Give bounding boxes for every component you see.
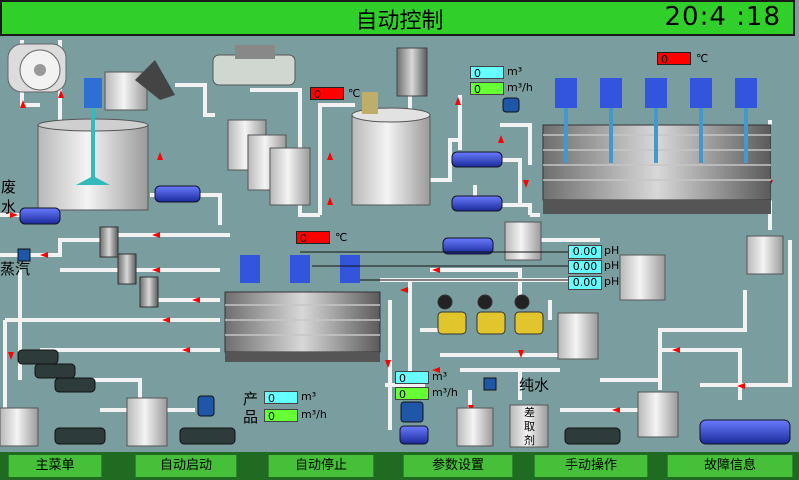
label-pure-water: 纯水: [519, 376, 550, 394]
dosing-pumps: [437, 294, 544, 335]
temp-top-right-field: 0: [657, 52, 691, 66]
flow-top-rate-field: 0: [470, 82, 504, 96]
ph-readout-2: 0.00: [568, 260, 602, 274]
ph-unit-3: pH: [604, 275, 620, 288]
label-waste-water-1: 废: [1, 178, 17, 196]
parameter-settings-button[interactable]: 参数设置: [403, 455, 513, 477]
flow-top-volume-unit: m³: [507, 65, 523, 78]
reactor-block-center: [224, 255, 381, 362]
screw-conveyor-icon: [135, 60, 175, 100]
flow-product-rate-field: 0: [264, 409, 298, 423]
footer-bar: [0, 452, 799, 480]
temp-center-field: 0: [296, 231, 330, 245]
label-product-1: 产: [243, 390, 259, 408]
flow-product-volume-unit: m³: [301, 390, 317, 403]
auto-stop-button[interactable]: 自动停止: [268, 455, 374, 477]
auto-start-button[interactable]: 自动启动: [135, 455, 237, 477]
manual-operation-button[interactable]: 手动操作: [534, 455, 648, 477]
label-product-2: 品: [243, 408, 259, 426]
clock: 20:4 :18: [664, 2, 781, 32]
flow-mid-rate-unit: m³/h: [432, 386, 458, 399]
flow-mid-volume-unit: m³: [432, 370, 448, 383]
label-reagent-3: 剂: [524, 434, 535, 447]
storage-tank-top: [351, 114, 431, 206]
ph-unit-2: pH: [604, 259, 620, 272]
flow-top-rate-unit: m³/h: [507, 81, 533, 94]
flow-meters: [17, 97, 520, 423]
motor-pumps-dark: [17, 349, 621, 445]
temp-left-unit: ℃: [348, 87, 361, 100]
drum-tanks: [227, 119, 311, 206]
flow-top-volume-field: 0: [470, 66, 504, 80]
temp-top-right-unit: ℃: [696, 52, 709, 65]
filter-vessel: [396, 47, 428, 97]
compressor-icon: [212, 45, 296, 86]
pumps: [19, 151, 791, 445]
title-bar: [0, 0, 795, 36]
reactor-block-top: [542, 78, 772, 214]
label-reagent-2: 取: [524, 420, 535, 433]
label-reagent-1: 差: [524, 406, 535, 419]
blower-icon: [7, 43, 67, 93]
ph-readout-1: 0.00: [568, 245, 602, 259]
ph-unit-1: pH: [604, 244, 620, 257]
flow-mid-volume-field: 0: [395, 371, 429, 385]
temp-left-field: 0: [310, 87, 344, 101]
filter-vessels-left: [99, 226, 159, 308]
page-title: 自动控制: [355, 9, 444, 34]
flow-mid-rate-field: 0: [395, 387, 429, 401]
flow-product-volume-field: 0: [264, 391, 298, 405]
fault-info-button[interactable]: 故障信息: [667, 455, 793, 477]
mixing-tank-left: [37, 78, 149, 211]
label-steam: 蒸汽: [0, 260, 31, 278]
temp-center-unit: ℃: [335, 231, 348, 244]
main-menu-button[interactable]: 主菜单: [8, 455, 102, 477]
clock-seconds: 18: [745, 2, 781, 32]
small-tanks: [0, 221, 784, 448]
flow-product-rate-unit: m³/h: [301, 408, 327, 421]
clock-hours: 20: [664, 2, 700, 32]
label-waste-water-2: 水: [1, 198, 17, 216]
clock-minutes: 4: [709, 2, 727, 32]
ph-readout-3: 0.00: [568, 276, 602, 290]
valve-icon: [362, 92, 378, 114]
